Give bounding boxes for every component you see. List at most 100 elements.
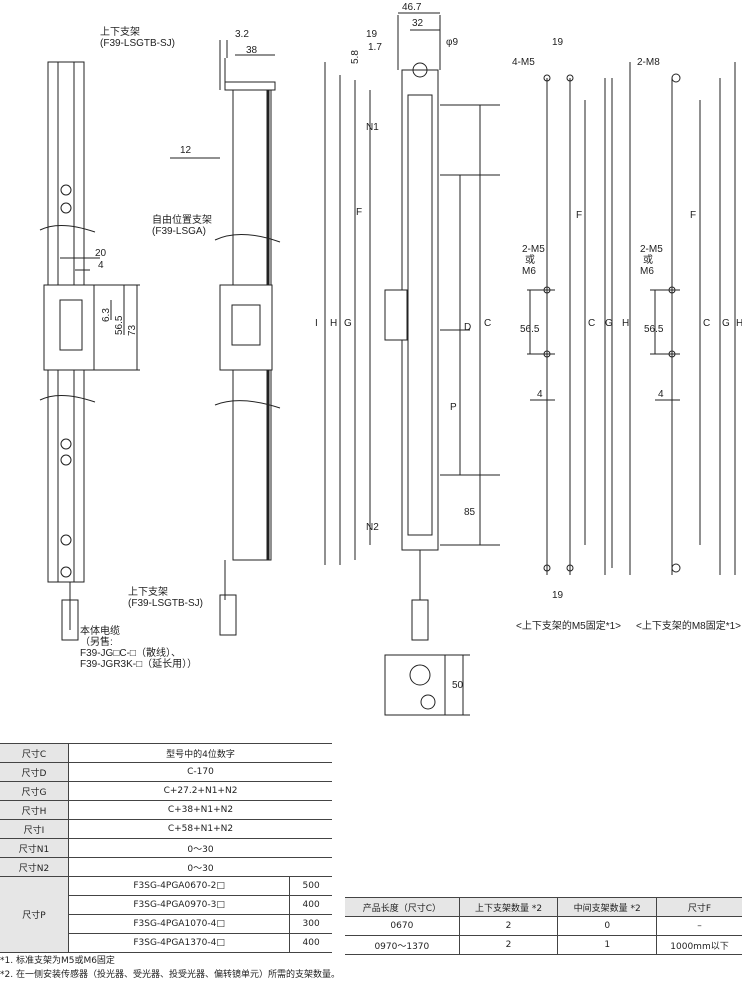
col-header: 产品长度（尺寸C）	[345, 897, 460, 917]
dim-M6-v5: M6	[640, 266, 654, 277]
label-bracket-free-model: (F39-LSGA)	[152, 226, 206, 237]
row-label: 尺寸N2	[0, 857, 69, 877]
dim-2-M8: 2-M8	[637, 57, 660, 68]
row-label: 尺寸D	[0, 762, 69, 782]
m8-mount-view	[650, 62, 736, 575]
label-bracket-bottom: 上下支架	[128, 586, 168, 598]
dim-phi9: φ9	[446, 37, 458, 48]
side-view	[170, 40, 281, 636]
row-value: C+27.2+N1+N2	[68, 781, 332, 801]
dim-56-5-v4: 56.5	[520, 324, 540, 335]
caption-m5-mount: <上下支架的M5固定*1>	[516, 619, 621, 632]
dimension-drawing: 上下支架 (F39-LSGTB-SJ) 自由位置支架 (F39-LSGA) 上下…	[39, 2, 742, 716]
label-cable-model1: F39-JG□C-□（散线）、	[80, 646, 181, 659]
dim-G-v5: G	[722, 318, 730, 329]
bracket-count-table: 产品长度（尺寸C） 上下支架数量 *2 中间支架数量 *2 尺寸F 0670 2…	[345, 897, 742, 955]
dim-D: D	[464, 322, 471, 333]
row-value: 0～30	[68, 838, 332, 858]
dim-4-v5: 4	[658, 389, 664, 400]
main-dimension-view	[324, 12, 500, 716]
col-header: 上下支架数量 *2	[459, 897, 559, 917]
caption-m8-mount: <上下支架的M8固定*1>	[636, 619, 741, 632]
row-value: 0～30	[68, 857, 332, 877]
cell: 0	[557, 916, 658, 936]
row-value: C+58+N1+N2	[68, 819, 332, 839]
p-model: F3SG-4PGA1070-4□	[68, 914, 291, 934]
dim-56-5: 56.5	[114, 315, 125, 335]
dim-19: 19	[366, 29, 378, 40]
dim-C: C	[484, 318, 491, 329]
cell: 1	[557, 935, 658, 955]
row-label: 尺寸C	[0, 743, 69, 763]
dim-M6: M6	[522, 266, 536, 277]
dim-4: 4	[98, 260, 104, 271]
dim-32: 32	[412, 18, 424, 29]
dim-F: F	[356, 207, 362, 218]
dim-19-bottom: 19	[552, 590, 564, 601]
dim-3-2: 3.2	[235, 29, 249, 40]
footnote-1: *1. 标准支架为M5或M6固定	[0, 956, 115, 966]
dim-I: I	[315, 318, 318, 329]
dim-2-M5-v5: 2-M5	[640, 244, 663, 255]
dim-1-7: 1.7	[368, 42, 382, 53]
dim-F-v5: F	[690, 210, 696, 221]
dim-or-v5: 或	[643, 254, 653, 266]
dim-12: 12	[180, 145, 192, 156]
row-value: 型号中的4位数字	[68, 743, 332, 763]
table-row: F3SG-4PGA0970-3□400	[0, 895, 332, 915]
front-view	[39, 61, 140, 641]
label-bracket-bottom-model: (F39-LSGTB-SJ)	[128, 598, 203, 609]
p-model: F3SG-4PGA0670-2□	[68, 876, 291, 896]
dim-H-v4: H	[622, 318, 629, 329]
dim-4-M5: 4-M5	[512, 57, 535, 68]
dim-N1: N1	[366, 122, 379, 133]
dim-38: 38	[246, 45, 258, 56]
dim-2-M5: 2-M5	[522, 244, 545, 255]
row-label: 尺寸N1	[0, 838, 69, 858]
row-label: 尺寸P	[0, 876, 69, 953]
dim-50: 50	[452, 680, 464, 691]
dim-56-5-v5: 56.5	[644, 324, 664, 335]
p-value: 400	[289, 895, 332, 915]
dim-85: 85	[464, 507, 476, 518]
cell: 2	[459, 916, 559, 936]
p-model: F3SG-4PGA1370-4□	[68, 933, 291, 953]
dim-or: 或	[525, 254, 535, 266]
row-label: 尺寸I	[0, 819, 69, 839]
p-value: 500	[289, 876, 332, 896]
m5-mount-view	[527, 62, 631, 575]
dim-C-v4: C	[588, 318, 595, 329]
dim-5-8: 5.8	[350, 50, 361, 64]
p-value: 400	[289, 933, 332, 953]
dim-P: P	[450, 402, 457, 413]
p-model: F3SG-4PGA0970-3□	[68, 895, 291, 915]
table-header: 产品长度（尺寸C） 上下支架数量 *2 中间支架数量 *2 尺寸F	[345, 897, 742, 917]
label-bracket-free: 自由位置支架	[152, 213, 212, 226]
dim-H-v5: H	[736, 318, 742, 329]
row-value: C-170	[68, 762, 332, 782]
dim-G: G	[344, 318, 352, 329]
row-label: 尺寸G	[0, 781, 69, 801]
cell: 2	[459, 935, 559, 955]
cell: 0970～1370	[345, 935, 460, 955]
label-bracket-top: 上下支架	[100, 26, 140, 38]
row-value: C+38+N1+N2	[68, 800, 332, 820]
dim-G-v4: G	[605, 318, 613, 329]
p-value: 300	[289, 914, 332, 934]
col-header: 中间支架数量 *2	[557, 897, 658, 917]
dim-4-v4: 4	[537, 389, 543, 400]
dim-46-7: 46.7	[402, 2, 422, 13]
label-bracket-top-model: (F39-LSGTB-SJ)	[100, 38, 175, 49]
label-cable-sold: （另售:	[80, 635, 113, 648]
cell: –	[656, 916, 742, 936]
row-label: 尺寸H	[0, 800, 69, 820]
